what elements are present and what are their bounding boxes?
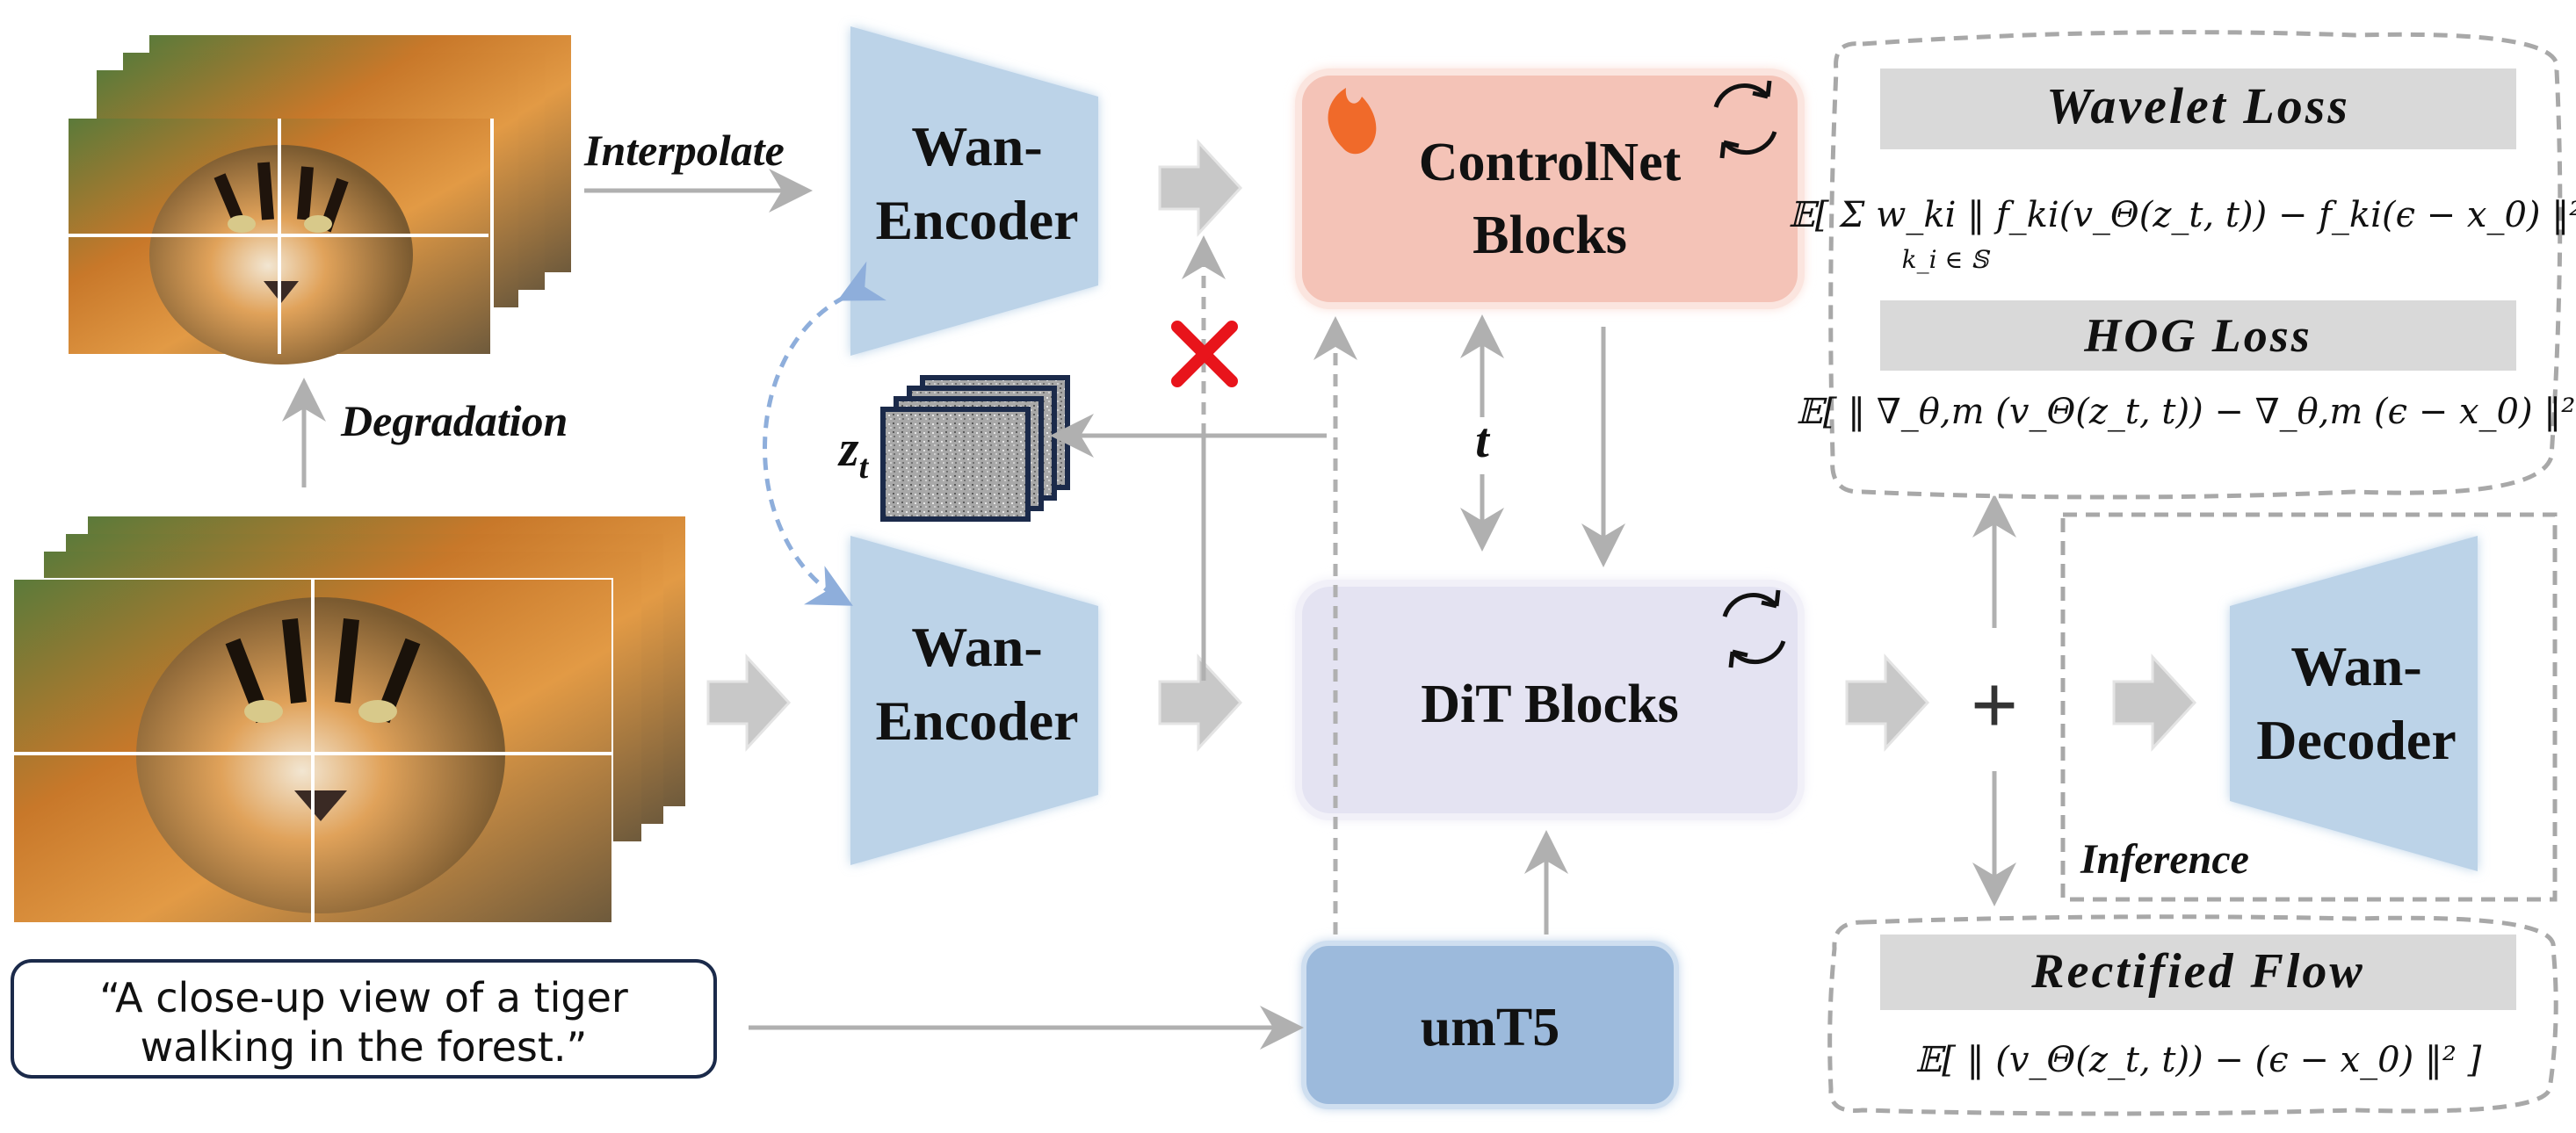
umt5-block bbox=[1301, 941, 1679, 1109]
block-arrow-to-encoder bbox=[706, 653, 792, 752]
wan-decoder bbox=[2230, 536, 2478, 871]
hog-header bbox=[1880, 300, 2516, 371]
encoder-bottom-shape bbox=[850, 536, 1098, 865]
wavelet-header bbox=[1880, 69, 2516, 149]
rectified-flow-title: Rectified Flow bbox=[2030, 944, 2365, 999]
dit-label: DiT Blocks bbox=[1421, 675, 1678, 734]
controlnet-label-1: ControlNet bbox=[1419, 133, 1682, 192]
hog-title: HOG Loss bbox=[2083, 309, 2312, 362]
block-arrow-encoder-bottom-out bbox=[1158, 653, 1243, 752]
interpolate-label: Interpolate bbox=[583, 126, 785, 175]
flame-icon bbox=[1328, 88, 1377, 155]
latent-noise-stack bbox=[880, 375, 1070, 522]
encoder-top-shape bbox=[850, 26, 1098, 356]
shared-weights-arc bbox=[763, 261, 886, 606]
controlnet-block bbox=[1295, 69, 1805, 309]
wan-encoder-bottom bbox=[850, 536, 1098, 865]
wavelet-sum-subscript: k_i ∈ 𝕊 bbox=[1902, 245, 1991, 274]
wavelet-formula: 𝔼[ Σ w_ki ‖ f_ki(v_Θ(z_t, t)) − f_ki(ϵ −… bbox=[1788, 195, 2576, 235]
dit-block bbox=[1295, 580, 1805, 820]
rectified-flow-header bbox=[1880, 935, 2516, 1010]
rectified-flow-formula: 𝔼[ ‖ (v_Θ(z_t, t)) − (ϵ − x_0) ‖² ] bbox=[1915, 1040, 2482, 1080]
wan-encoder-top bbox=[850, 26, 1098, 356]
hq-frames-stack bbox=[12, 516, 685, 924]
inference-label: Inference bbox=[2080, 836, 2249, 883]
latent-label: zt bbox=[837, 420, 870, 486]
degraded-frames-stack bbox=[69, 32, 574, 364]
wan-encoder-top-label-1: Wan- bbox=[911, 115, 1042, 177]
wan-encoder-bottom-label-2: Encoder bbox=[875, 689, 1078, 752]
refresh-icon bbox=[1722, 589, 1786, 668]
degradation-label: Degradation bbox=[340, 396, 568, 445]
block-arrow-to-decoder bbox=[2112, 653, 2197, 752]
wan-encoder-top-label-2: Encoder bbox=[875, 189, 1078, 251]
degraded-frame-image bbox=[69, 119, 490, 364]
refresh-icon bbox=[1713, 80, 1777, 159]
block-arrow-encoder-top-out bbox=[1158, 139, 1243, 237]
block-arrow-dit-out bbox=[1845, 653, 1930, 752]
controlnet-label-2: Blocks bbox=[1473, 206, 1627, 265]
prompt-line-2: walking in the forest.” bbox=[141, 1023, 588, 1071]
umt5-label: umT5 bbox=[1421, 998, 1559, 1057]
decoder-shape bbox=[2230, 536, 2478, 871]
wan-decoder-label-2: Decoder bbox=[2256, 709, 2456, 771]
cross-icon bbox=[1171, 321, 1238, 387]
timestep-label: t bbox=[1475, 414, 1490, 468]
prompt-line-1: “A close-up view of a tiger bbox=[99, 974, 628, 1021]
hog-formula: 𝔼[ ‖ ∇_θ,m (v_Θ(z_t, t)) − ∇_θ,m (ϵ − x_… bbox=[1796, 392, 2576, 432]
plus-label: + bbox=[1971, 658, 2019, 752]
prompt-box bbox=[11, 959, 717, 1079]
wan-decoder-label-1: Wan- bbox=[2290, 635, 2421, 697]
wan-encoder-bottom-label-1: Wan- bbox=[911, 616, 1042, 678]
wavelet-title: Wavelet Loss bbox=[2046, 77, 2350, 134]
hq-frame-image bbox=[14, 580, 611, 922]
